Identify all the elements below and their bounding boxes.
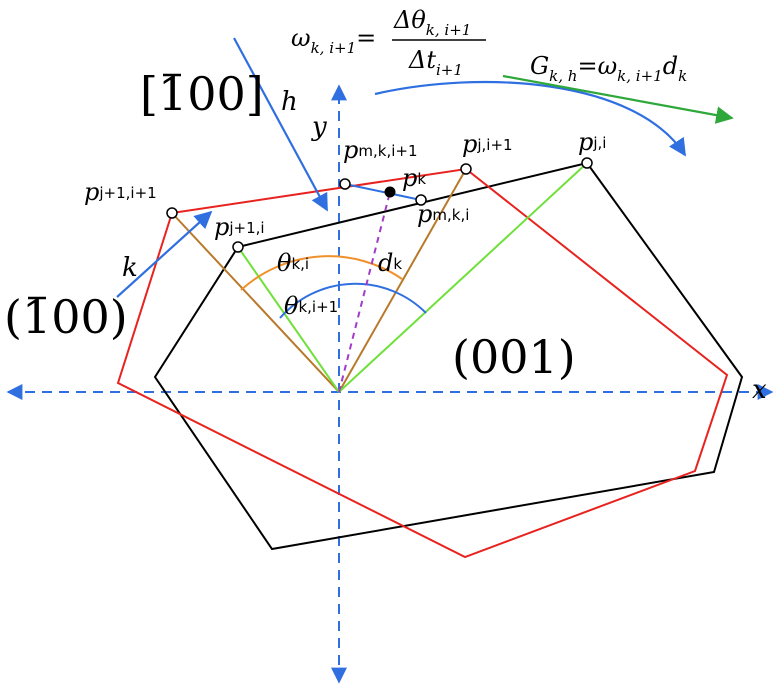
svg-text:[100]: [100]: [140, 67, 264, 121]
marker-pj1-i1: [166, 207, 178, 219]
segment-pm: [344, 183, 422, 201]
marker-pm-k-i1: [339, 178, 351, 190]
y-axis-label: y: [311, 112, 327, 142]
arc-theta-k-i1: [279, 282, 427, 319]
label-pj1-i: pj+1,i: [214, 213, 265, 241]
arrow-g-green: [502, 74, 734, 124]
line-origin-to-pj1-i: [237, 246, 340, 393]
arc-theta-k-i: [240, 255, 403, 291]
line-origin-to-pj-i: [338, 162, 588, 393]
label-theta-k-i: θk,i: [277, 249, 309, 277]
svg-text:Δθk, i+1: Δθk, i+1: [393, 6, 471, 39]
plane-label: (001): [452, 330, 576, 384]
svg-text:Δti+1: Δti+1: [408, 46, 463, 79]
label-pm-k-i: pm,k,i: [417, 200, 469, 228]
x-axis-label: x: [752, 375, 767, 405]
marker-pj1-i: [232, 241, 244, 253]
marker-pj-i1: [460, 163, 472, 175]
line-origin-to-pj1-i1: [171, 212, 340, 393]
direction-h-miller: [100]: [140, 67, 264, 121]
label-pj-i1: pj,i+1: [462, 130, 513, 158]
label-dk: dk: [378, 249, 402, 277]
marker-pk: [384, 186, 396, 198]
arrow-rotation-blue: [374, 80, 686, 157]
label-pj1-i1: pj+1,i+1: [84, 178, 157, 206]
k-label: k: [122, 253, 138, 283]
label-pm-k-i1: pm,k,i+1: [343, 136, 418, 164]
label-pk: pk: [402, 164, 426, 192]
arrow-h: [233, 37, 328, 212]
label-pj-i: pj,i: [578, 128, 606, 156]
svg-text:ωk, i+1=: ωk, i+1=: [291, 24, 376, 57]
equation-g: Gk, h=ωk, i+1dk: [530, 52, 687, 85]
equation-omega: ωk, i+1= Δθk, i+1 Δti+1: [291, 6, 486, 79]
marker-pm-k-i: [415, 194, 427, 206]
h-label: h: [281, 87, 298, 117]
dashed-line-to-pk: [338, 191, 391, 393]
label-theta-k-i1: θk,i+1: [284, 292, 338, 320]
arrow-k: [116, 210, 213, 298]
svg-text:Gk, h=ωk, i+1dk: Gk, h=ωk, i+1dk: [530, 52, 687, 85]
line-origin-to-pj-i1: [338, 168, 467, 393]
marker-pj-i: [581, 157, 593, 169]
svg-text:(100): (100): [4, 290, 128, 344]
direction-k-miller: (100): [4, 290, 128, 344]
